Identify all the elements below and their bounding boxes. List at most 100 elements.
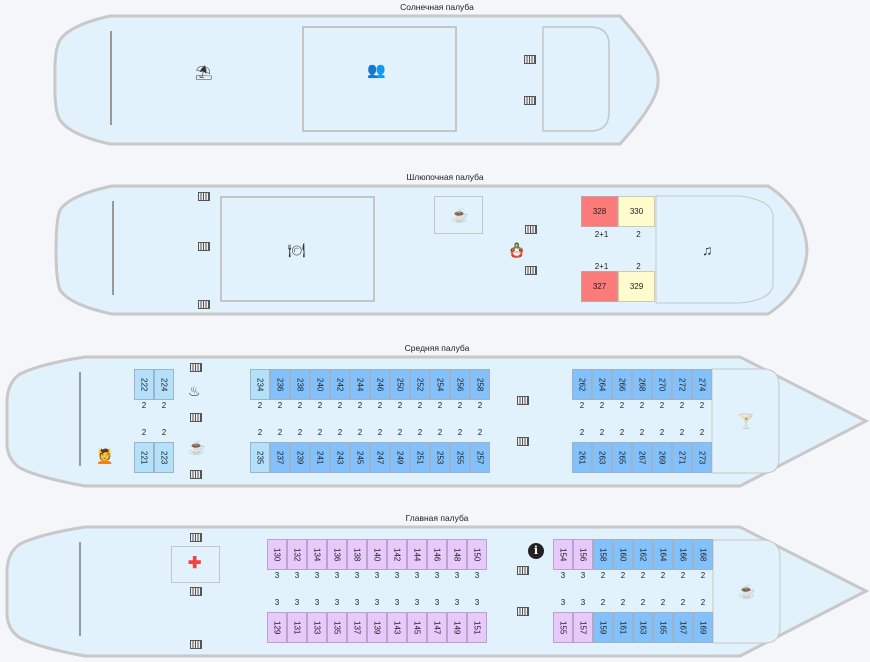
cabin-266[interactable]: 266 bbox=[612, 369, 632, 400]
cabin-262[interactable]: 262 bbox=[572, 369, 592, 400]
cabin-131[interactable]: 131 bbox=[287, 612, 307, 643]
cabin-240[interactable]: 240 bbox=[310, 369, 330, 400]
tea-room-icon[interactable]: ☕ bbox=[188, 439, 206, 455]
cabin-274[interactable]: 274 bbox=[692, 369, 712, 400]
cabin-158[interactable]: 158 bbox=[593, 539, 613, 570]
cabin-254[interactable]: 254 bbox=[430, 369, 450, 400]
cabin-160[interactable]: 160 bbox=[613, 539, 633, 570]
cabin-149[interactable]: 149 bbox=[447, 612, 467, 643]
cabin-244[interactable]: 244 bbox=[350, 369, 370, 400]
medical-cross-icon[interactable]: ✚ bbox=[188, 555, 202, 572]
cabin-256[interactable]: 256 bbox=[450, 369, 470, 400]
massage-icon[interactable]: 💆 bbox=[96, 448, 114, 464]
cabin-133[interactable]: 133 bbox=[307, 612, 327, 643]
cabin-223[interactable]: 223 bbox=[154, 442, 174, 473]
cabin-263[interactable]: 263 bbox=[592, 442, 612, 473]
medical-room[interactable] bbox=[171, 546, 220, 583]
cabin-146[interactable]: 146 bbox=[427, 539, 447, 570]
cabin-255[interactable]: 255 bbox=[450, 442, 470, 473]
cabin-137[interactable]: 137 bbox=[347, 612, 367, 643]
cabin-224[interactable]: 224 bbox=[154, 369, 174, 400]
cabin-245[interactable]: 245 bbox=[350, 442, 370, 473]
cafe-icon[interactable]: ☕ bbox=[738, 583, 756, 599]
cabin-234[interactable]: 234 bbox=[250, 369, 270, 400]
cabin-257[interactable]: 257 bbox=[470, 442, 490, 473]
cabin-169[interactable]: 169 bbox=[693, 612, 713, 643]
cabin-242[interactable]: 242 bbox=[330, 369, 350, 400]
cabin-267[interactable]: 267 bbox=[632, 442, 652, 473]
cabin-167[interactable]: 167 bbox=[673, 612, 693, 643]
conference-hall-icon[interactable]: 👥 bbox=[367, 62, 386, 79]
cabin-166[interactable]: 166 bbox=[673, 539, 693, 570]
cabin-272[interactable]: 272 bbox=[672, 369, 692, 400]
conference-hall-room[interactable] bbox=[302, 26, 457, 132]
cabin-273[interactable]: 273 bbox=[692, 442, 712, 473]
cabin-161[interactable]: 161 bbox=[613, 612, 633, 643]
cabin-327[interactable]: 327 bbox=[581, 271, 618, 302]
cabin-164[interactable]: 164 bbox=[653, 539, 673, 570]
cabin-253[interactable]: 253 bbox=[430, 442, 450, 473]
cabin-252[interactable]: 252 bbox=[410, 369, 430, 400]
cabin-163[interactable]: 163 bbox=[633, 612, 653, 643]
cabin-129[interactable]: 129 bbox=[267, 612, 287, 643]
cabin-142[interactable]: 142 bbox=[387, 539, 407, 570]
cabin-243[interactable]: 243 bbox=[330, 442, 350, 473]
cabin-157[interactable]: 157 bbox=[573, 612, 593, 643]
cabin-236[interactable]: 236 bbox=[270, 369, 290, 400]
cabin-135[interactable]: 135 bbox=[327, 612, 347, 643]
cabin-258[interactable]: 258 bbox=[470, 369, 490, 400]
cabin-144[interactable]: 144 bbox=[407, 539, 427, 570]
tea-room[interactable] bbox=[434, 196, 483, 234]
cabin-241[interactable]: 241 bbox=[310, 442, 330, 473]
matryoshka-icon[interactable]: 🪆 bbox=[508, 242, 526, 258]
music-salon-icon[interactable]: ♫ bbox=[702, 242, 713, 258]
cabin-145[interactable]: 145 bbox=[407, 612, 427, 643]
cabin-221[interactable]: 221 bbox=[134, 442, 154, 473]
cabin-265[interactable]: 265 bbox=[612, 442, 632, 473]
cabin-156[interactable]: 156 bbox=[573, 539, 593, 570]
cabin-271[interactable]: 271 bbox=[672, 442, 692, 473]
cabin-249[interactable]: 249 bbox=[390, 442, 410, 473]
cabin-136[interactable]: 136 bbox=[327, 539, 347, 570]
cabin-237[interactable]: 237 bbox=[270, 442, 290, 473]
beach-umbrella-icon[interactable]: ⛱ bbox=[195, 64, 213, 80]
restaurant-room[interactable] bbox=[220, 196, 375, 302]
cabin-250[interactable]: 250 bbox=[390, 369, 410, 400]
cabin-130[interactable]: 130 bbox=[267, 539, 287, 570]
cabin-143[interactable]: 143 bbox=[387, 612, 407, 643]
cabin-151[interactable]: 151 bbox=[467, 612, 487, 643]
cabin-132[interactable]: 132 bbox=[287, 539, 307, 570]
cabin-328[interactable]: 328 bbox=[581, 196, 618, 227]
cabin-264[interactable]: 264 bbox=[592, 369, 612, 400]
cabin-235[interactable]: 235 bbox=[250, 442, 270, 473]
ironing-icon[interactable]: ♨ bbox=[188, 383, 201, 399]
cabin-154[interactable]: 154 bbox=[553, 539, 573, 570]
cabin-138[interactable]: 138 bbox=[347, 539, 367, 570]
cabin-268[interactable]: 268 bbox=[632, 369, 652, 400]
cabin-269[interactable]: 269 bbox=[652, 442, 672, 473]
cabin-239[interactable]: 239 bbox=[290, 442, 310, 473]
cabin-140[interactable]: 140 bbox=[367, 539, 387, 570]
cabin-165[interactable]: 165 bbox=[653, 612, 673, 643]
cabin-168[interactable]: 168 bbox=[693, 539, 713, 570]
cabin-134[interactable]: 134 bbox=[307, 539, 327, 570]
cabin-147[interactable]: 147 bbox=[427, 612, 447, 643]
cabin-222[interactable]: 222 bbox=[134, 369, 154, 400]
cabin-238[interactable]: 238 bbox=[290, 369, 310, 400]
cabin-159[interactable]: 159 bbox=[593, 612, 613, 643]
cabin-139[interactable]: 139 bbox=[367, 612, 387, 643]
cabin-247[interactable]: 247 bbox=[370, 442, 390, 473]
cabin-261[interactable]: 261 bbox=[572, 442, 592, 473]
cabin-148[interactable]: 148 bbox=[447, 539, 467, 570]
restaurant-icon[interactable]: 🍽 bbox=[288, 242, 306, 258]
cabin-246[interactable]: 246 bbox=[370, 369, 390, 400]
cabin-155[interactable]: 155 bbox=[553, 612, 573, 643]
cabin-251[interactable]: 251 bbox=[410, 442, 430, 473]
cabin-329[interactable]: 329 bbox=[618, 271, 655, 302]
cabin-150[interactable]: 150 bbox=[467, 539, 487, 570]
bar-cocktail-icon[interactable]: 🍸 bbox=[737, 413, 755, 429]
cabin-270[interactable]: 270 bbox=[652, 369, 672, 400]
tea-room-icon[interactable]: ☕ bbox=[451, 207, 469, 223]
cabin-330[interactable]: 330 bbox=[618, 196, 655, 227]
info-icon[interactable]: i bbox=[528, 543, 544, 559]
